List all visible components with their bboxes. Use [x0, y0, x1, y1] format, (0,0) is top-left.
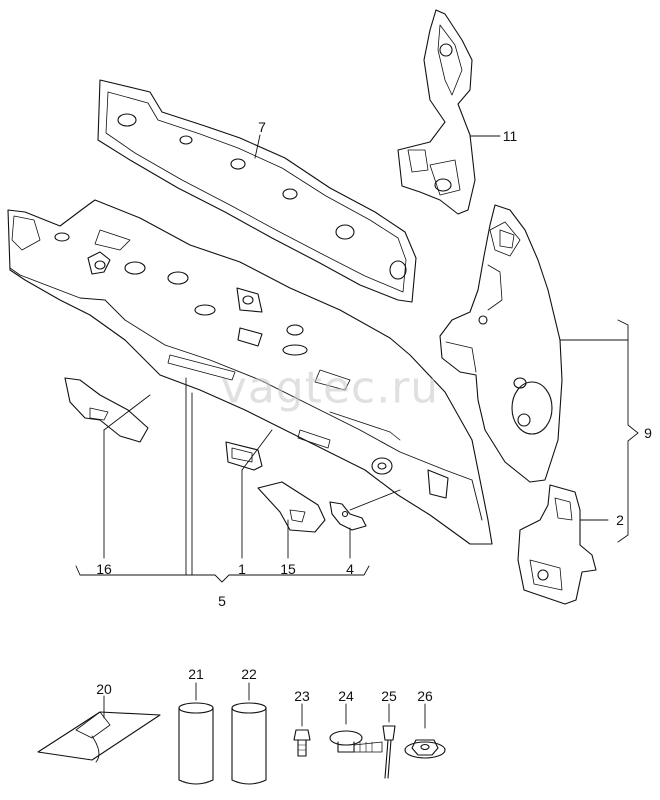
callout-4: 4	[346, 561, 354, 577]
part-11-upper-bracket	[397, 9, 476, 215]
callout-7: 7	[258, 119, 266, 135]
part-16-bracket	[64, 377, 149, 443]
callout-15: 15	[280, 561, 296, 577]
part-20-tape	[37, 695, 161, 763]
part-25-stud	[382, 703, 396, 779]
brace-5	[75, 565, 370, 583]
callout-16: 16	[96, 561, 112, 577]
callout-25: 25	[381, 688, 397, 704]
part-21-canister	[178, 682, 214, 785]
part-23-bolt	[293, 703, 311, 757]
part-9-right-side-panel	[439, 204, 563, 483]
part-2-lower-bracket	[517, 484, 597, 605]
part-1-clip	[225, 441, 263, 471]
callout-9: 9	[644, 425, 652, 441]
part-4-small-bracket	[329, 501, 367, 531]
callout-26: 26	[417, 688, 433, 704]
leader-lines	[103, 134, 629, 576]
callout-1: 1	[238, 561, 246, 577]
part-24-screw	[329, 703, 383, 753]
part-15-plate	[257, 481, 326, 533]
brace-9	[617, 319, 639, 543]
callout-22: 22	[241, 666, 257, 682]
part-22-canister	[231, 682, 267, 785]
callout-5: 5	[218, 593, 226, 609]
callout-23: 23	[294, 688, 310, 704]
callout-21: 21	[188, 666, 204, 682]
part-26-nut	[404, 703, 446, 759]
callout-24: 24	[338, 688, 354, 704]
callout-11: 11	[502, 128, 518, 144]
part-7-upper-cross-panel	[97, 79, 417, 303]
watermark: vagtec.ru	[220, 362, 440, 414]
part-5-rear-panel	[7, 199, 493, 545]
callout-2: 2	[616, 512, 624, 528]
callout-20: 20	[96, 681, 112, 697]
